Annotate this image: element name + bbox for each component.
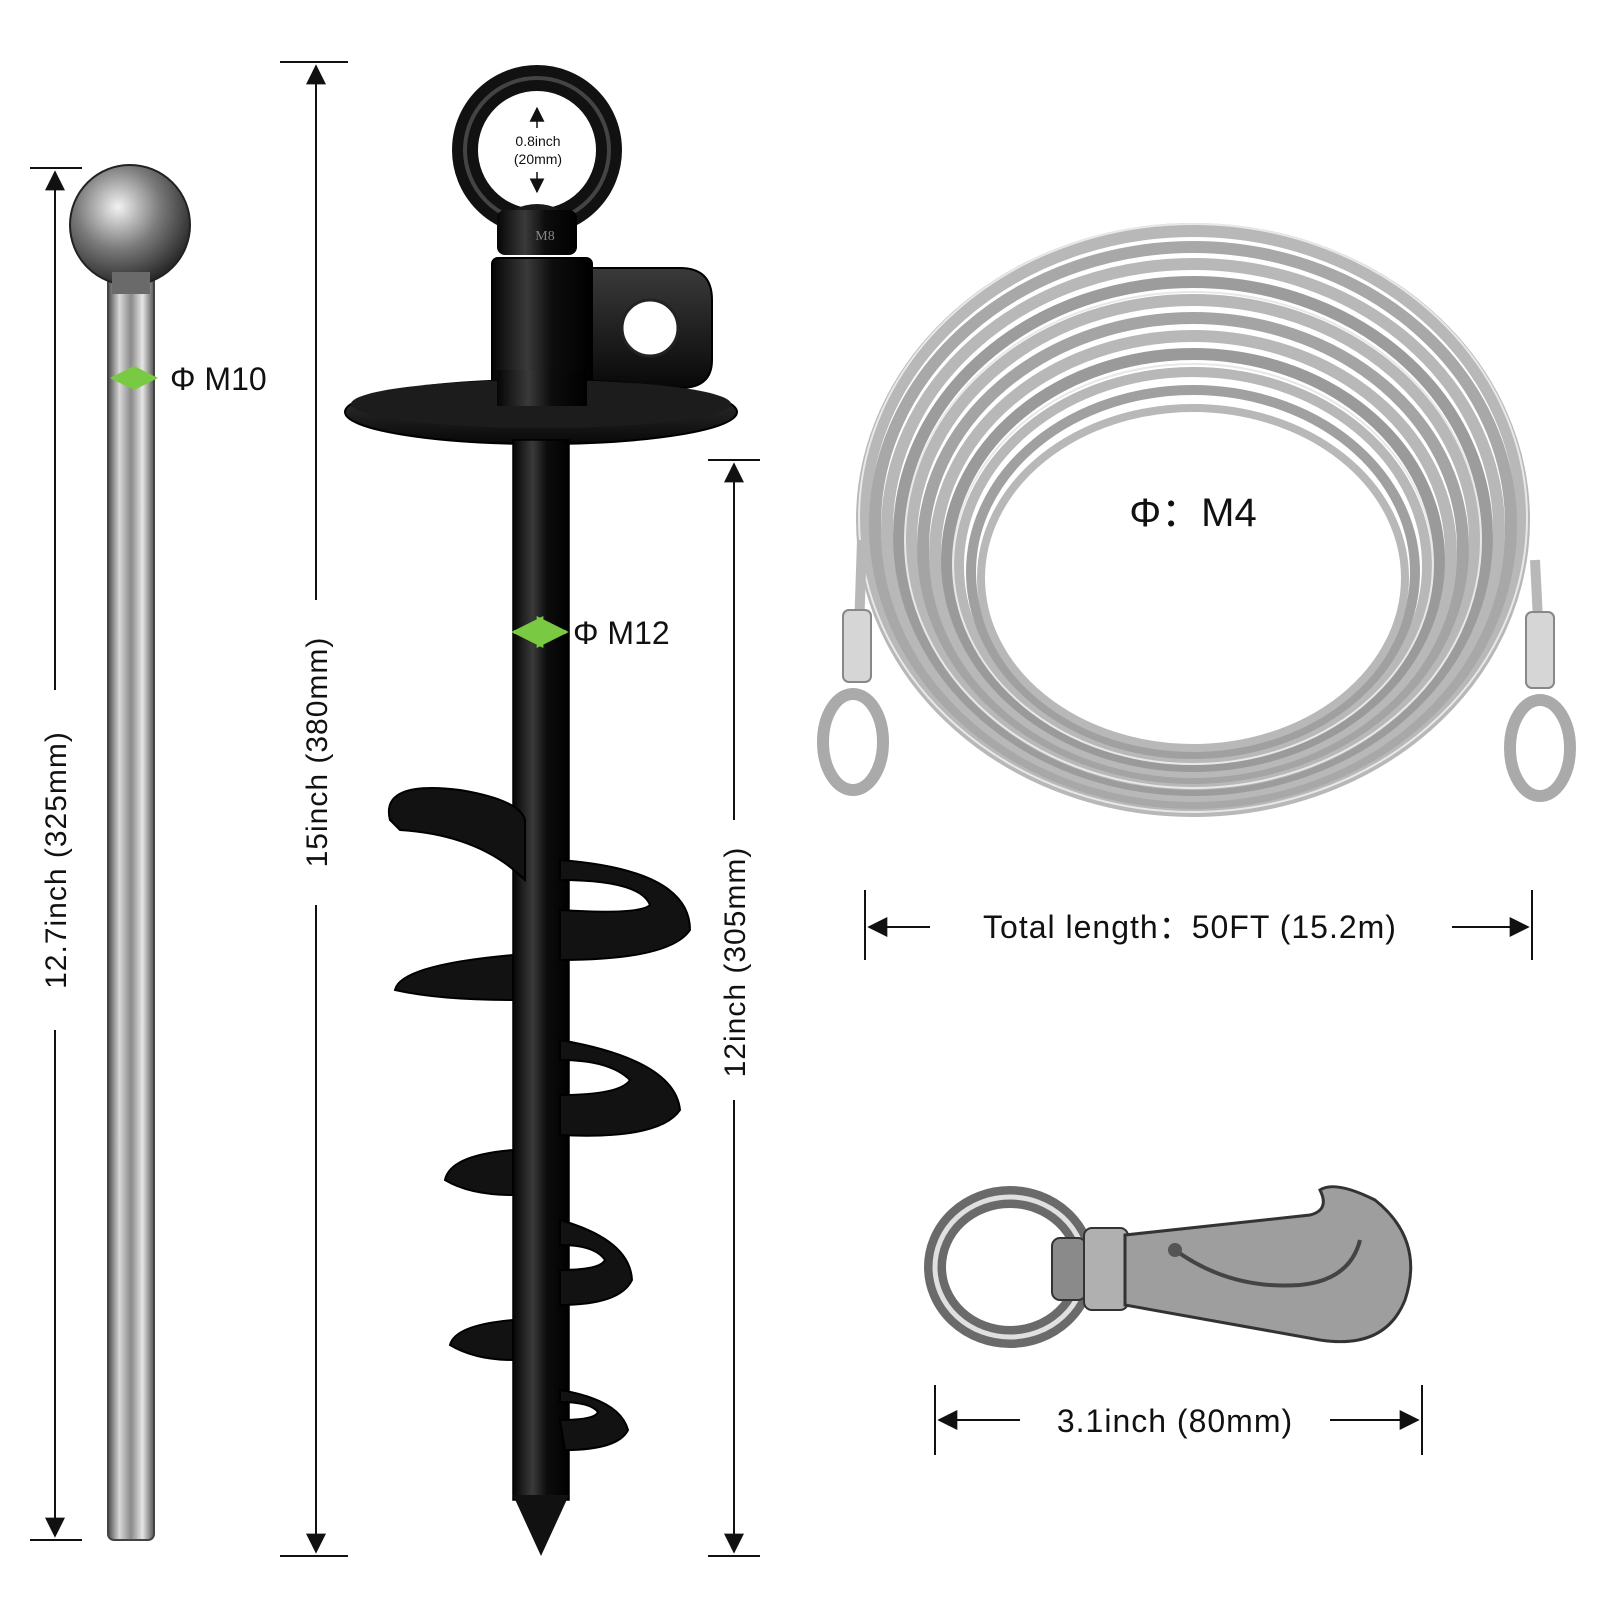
coiled-steel-cable: Φ：M4 Total length：50FT (15.2m)	[817, 223, 1576, 960]
auger-flights	[387, 787, 692, 1452]
eye-bolt-ring-highlight	[463, 76, 611, 224]
auger-flight-5	[443, 1148, 514, 1197]
cable-coil	[856, 223, 1530, 817]
auger-flight-3	[393, 953, 514, 1002]
cable-left-sleeve	[842, 609, 872, 683]
cable-left-loop	[817, 688, 889, 796]
hook-swivel-pin	[1051, 1237, 1087, 1301]
auger-length-label: 12inch (305mm)	[719, 847, 752, 1078]
ball-head-rod: 12.7inch (325mm) Φ M10	[30, 164, 267, 1541]
cable-total-length-label: Total length：50FT (15.2m)	[983, 909, 1397, 945]
eye-bolt-collar	[497, 210, 577, 255]
auger-flight-8	[558, 1388, 630, 1452]
cable-right-loop	[1504, 694, 1576, 802]
auger-flight-7	[448, 1318, 514, 1362]
swivel-snap-hook: 3.1inch (80mm)	[924, 1185, 1423, 1455]
rod-ball-head	[69, 164, 191, 286]
rod-diameter-label: Φ M10	[170, 361, 267, 397]
hook-gate-rivet	[1168, 1243, 1182, 1257]
eye-inner-mm-label: (20mm)	[514, 151, 562, 167]
stake-diameter-label: Φ M12	[573, 615, 670, 651]
stake-tip	[513, 1495, 569, 1556]
auger-flight-2	[559, 858, 692, 962]
tie-out-tab-hole	[620, 298, 680, 358]
eye-inner-inch-label: 0.8inch	[515, 133, 560, 149]
rod-shaft	[107, 274, 155, 1541]
cable-highlights	[858, 223, 1528, 813]
hook-swivel-barrel	[1083, 1227, 1129, 1311]
stake-collar-base	[497, 370, 587, 406]
rod-length-label: 12.7inch (325mm)	[40, 731, 73, 989]
eye-bolt-mark: M8	[535, 229, 554, 244]
cable-diameter-label: Φ：M4	[1129, 491, 1256, 535]
rod-neck	[112, 272, 150, 294]
auger-flight-4	[559, 1038, 682, 1137]
auger-flight-1	[387, 787, 526, 883]
hook-length-label: 3.1inch (80mm)	[1057, 1403, 1293, 1439]
spiral-ground-stake: 15inch (380mm) M8 0.8inch (20mm)	[280, 61, 760, 1557]
stake-shaft	[512, 439, 570, 1501]
hook-gate	[1173, 1239, 1362, 1288]
hook-body	[1123, 1185, 1413, 1344]
auger-flight-6	[559, 1218, 634, 1307]
cable-right-sleeve	[1525, 611, 1555, 689]
stake-total-length-label: 15inch (380mm)	[301, 637, 334, 868]
